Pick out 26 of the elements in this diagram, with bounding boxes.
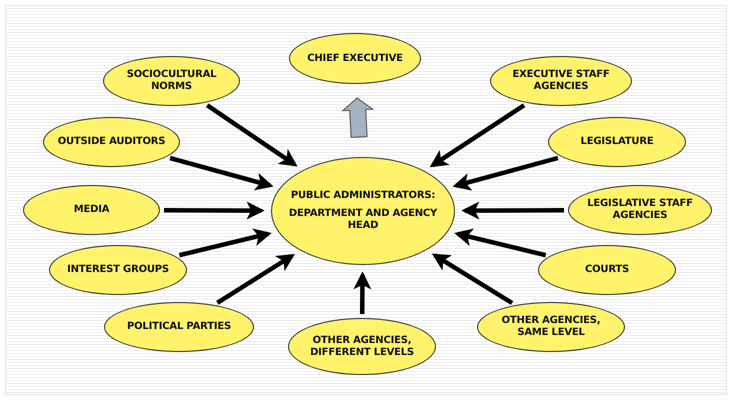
arrow — [454, 228, 546, 258]
arrow — [164, 202, 265, 220]
block-arrow — [341, 97, 374, 138]
node-label: DEPARTMENT AND AGENCY HEAD — [288, 208, 438, 232]
arrow — [432, 253, 514, 305]
node-label: CHIEF EXECUTIVE — [307, 52, 403, 64]
node-label: LEGISLATIVE STAFF AGENCIES — [586, 198, 694, 222]
node-label: OUTSIDE AUDITORS — [58, 136, 166, 148]
arrow — [178, 228, 272, 258]
node-label: PUBLIC ADMINISTRATORS: — [290, 190, 436, 202]
arrow — [216, 254, 295, 305]
node-label: LEGISLATURE — [580, 136, 654, 148]
arrow — [353, 271, 372, 314]
node-label: OTHER AGENCIES, DIFFERENT LEVELS — [309, 334, 415, 358]
node-label: INTEREST GROUPS — [67, 264, 169, 276]
node-label: EXECUTIVE STAFF AGENCIES — [511, 69, 611, 93]
node-label: COURTS — [584, 264, 630, 276]
arrow — [430, 103, 526, 168]
arrow — [170, 156, 274, 190]
node-label: OTHER AGENCIES, SAME LEVEL — [500, 315, 602, 339]
node-label: SOCIOCULTURAL NORMS — [126, 69, 218, 93]
arrow — [461, 202, 564, 220]
arrow — [452, 156, 558, 191]
node-label: MEDIA — [74, 204, 110, 216]
node-label: POLITICAL PARTIES — [127, 321, 231, 333]
arrow — [206, 103, 298, 167]
